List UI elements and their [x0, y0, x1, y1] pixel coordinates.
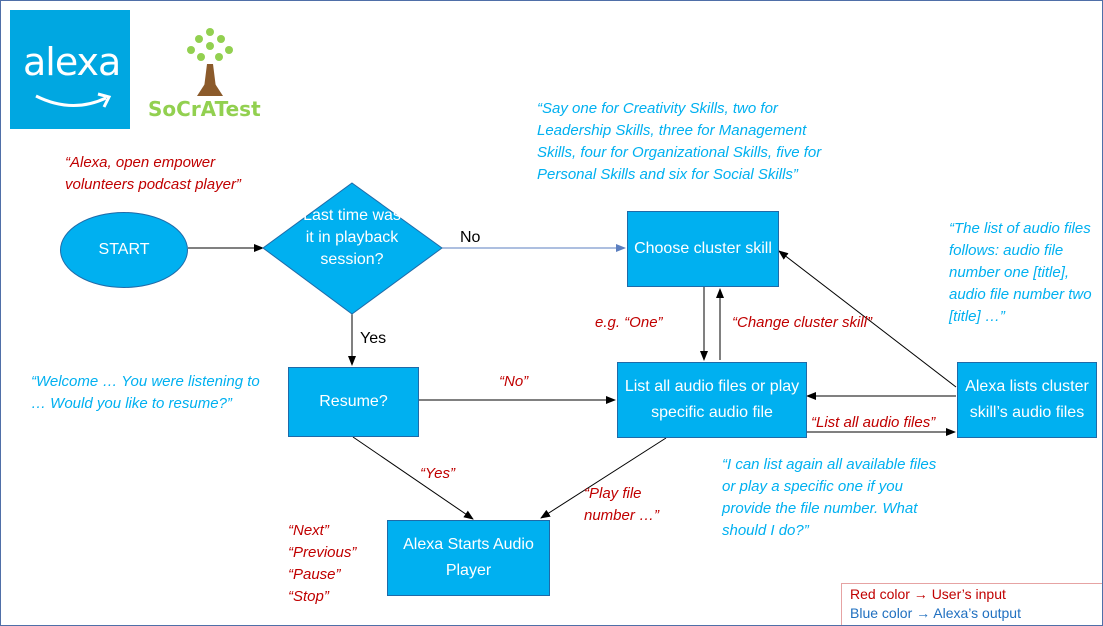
user-input-pause: “Pause” — [288, 566, 341, 583]
user-input-open: “Alexa, open empower volunteers podcast … — [65, 154, 241, 193]
user-input-list-all: “List all audio files” — [811, 414, 936, 431]
no-label: No — [460, 229, 481, 246]
color-legend: Red color → User’s input Blue color → Al… — [841, 583, 1102, 625]
legend-user-input: Red color → User’s input — [850, 586, 1006, 602]
user-input-eg-one: e.g. “One” — [595, 314, 663, 331]
list-all-audio-files-box: List all audio files or play specific au… — [617, 362, 807, 438]
user-input-stop: “Stop” — [288, 588, 329, 605]
decision-label: Last time was it in playback session? — [303, 207, 401, 268]
alexa-output-list-again: “I can list again all available files or… — [722, 456, 937, 539]
socratest-wordmark: SoCrATest — [148, 97, 261, 121]
user-input-yes: “Yes” — [420, 465, 456, 482]
arrow-resume-to-alexa-starts — [352, 436, 474, 520]
start-node: START — [60, 212, 188, 288]
decision-diamond — [262, 182, 443, 315]
user-input-previous: “Previous” — [288, 544, 357, 561]
user-input-change-cluster: “Change cluster skill” — [732, 314, 873, 331]
tree-icon — [187, 28, 233, 96]
user-input-next: “Next” — [288, 522, 329, 539]
alexa-output-list-follows: “The list of audio files follows: audio … — [949, 220, 1092, 325]
user-input-no: “No” — [499, 373, 529, 390]
user-input-play-file: “Play file number …” — [584, 485, 660, 524]
arrow-alexa-lists-to-choose — [778, 250, 957, 388]
resume-box: Resume? — [288, 367, 419, 437]
alexa-output-welcome: “Welcome … You were listening to … Would… — [31, 373, 260, 412]
alexa-logo-word: alexa — [23, 40, 121, 84]
legend-alexa-output: Blue color → Alexa’s output — [850, 605, 1021, 621]
amazon-smile-icon — [35, 92, 112, 108]
alexa-output-say-one: “Say one for Creativity Skills, two for … — [537, 100, 822, 183]
alexa-logo: alexa — [10, 10, 130, 129]
alexa-starts-audio-player-box: Alexa Starts Audio Player — [387, 520, 550, 596]
arrow-list-to-alexa-starts — [540, 437, 667, 519]
alexa-lists-audio-files-box: Alexa lists cluster skill’s audio files — [957, 362, 1097, 438]
choose-cluster-skill-box: Choose cluster skill — [627, 211, 779, 287]
yes-label: Yes — [360, 330, 387, 347]
